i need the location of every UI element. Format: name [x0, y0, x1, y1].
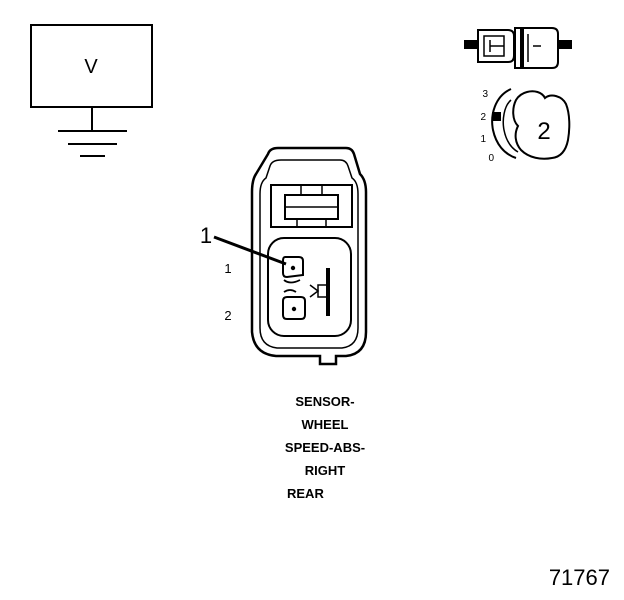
- voltmeter-label: V: [84, 56, 98, 78]
- cavity-2-label: 2: [224, 308, 231, 323]
- cavity-1-label: 1: [224, 261, 231, 276]
- selected-view-number: 2: [537, 118, 550, 145]
- callout-number: 1: [200, 223, 212, 248]
- voltmeter-box: [30, 24, 153, 108]
- caption-line-2: WHEEL: [301, 417, 349, 432]
- caption-line-1: SENSOR-: [295, 394, 355, 409]
- caption-line-5: REAR: [287, 486, 324, 501]
- cavity-2: [282, 289, 306, 320]
- ground-icon: [58, 107, 127, 157]
- cavity-1: [282, 256, 304, 284]
- position-number-1: 1: [480, 134, 486, 145]
- position-number-2: 2: [480, 112, 486, 123]
- terminal-face: [267, 237, 352, 337]
- connector-latch: [270, 184, 353, 228]
- component-caption: SENSOR- WHEEL SPEED-ABS- RIGHT REAR: [250, 390, 400, 505]
- callout-leader: [213, 235, 287, 266]
- figure-number: 71767: [548, 565, 610, 590]
- position-number-3: 3: [482, 89, 488, 100]
- caption-line-3: SPEED-ABS-: [284, 440, 366, 455]
- caption-line-4: RIGHT: [304, 463, 346, 478]
- connector-side-view-icon: [464, 27, 572, 69]
- position-marker-icon: [492, 112, 501, 121]
- connector-face-view: [213, 146, 368, 366]
- voltmeter-symbol: V: [30, 24, 153, 157]
- view-position-indicator: 3 2 1 0 2: [480, 88, 571, 164]
- position-number-0: 0: [488, 153, 494, 164]
- polarization-key: [309, 268, 330, 316]
